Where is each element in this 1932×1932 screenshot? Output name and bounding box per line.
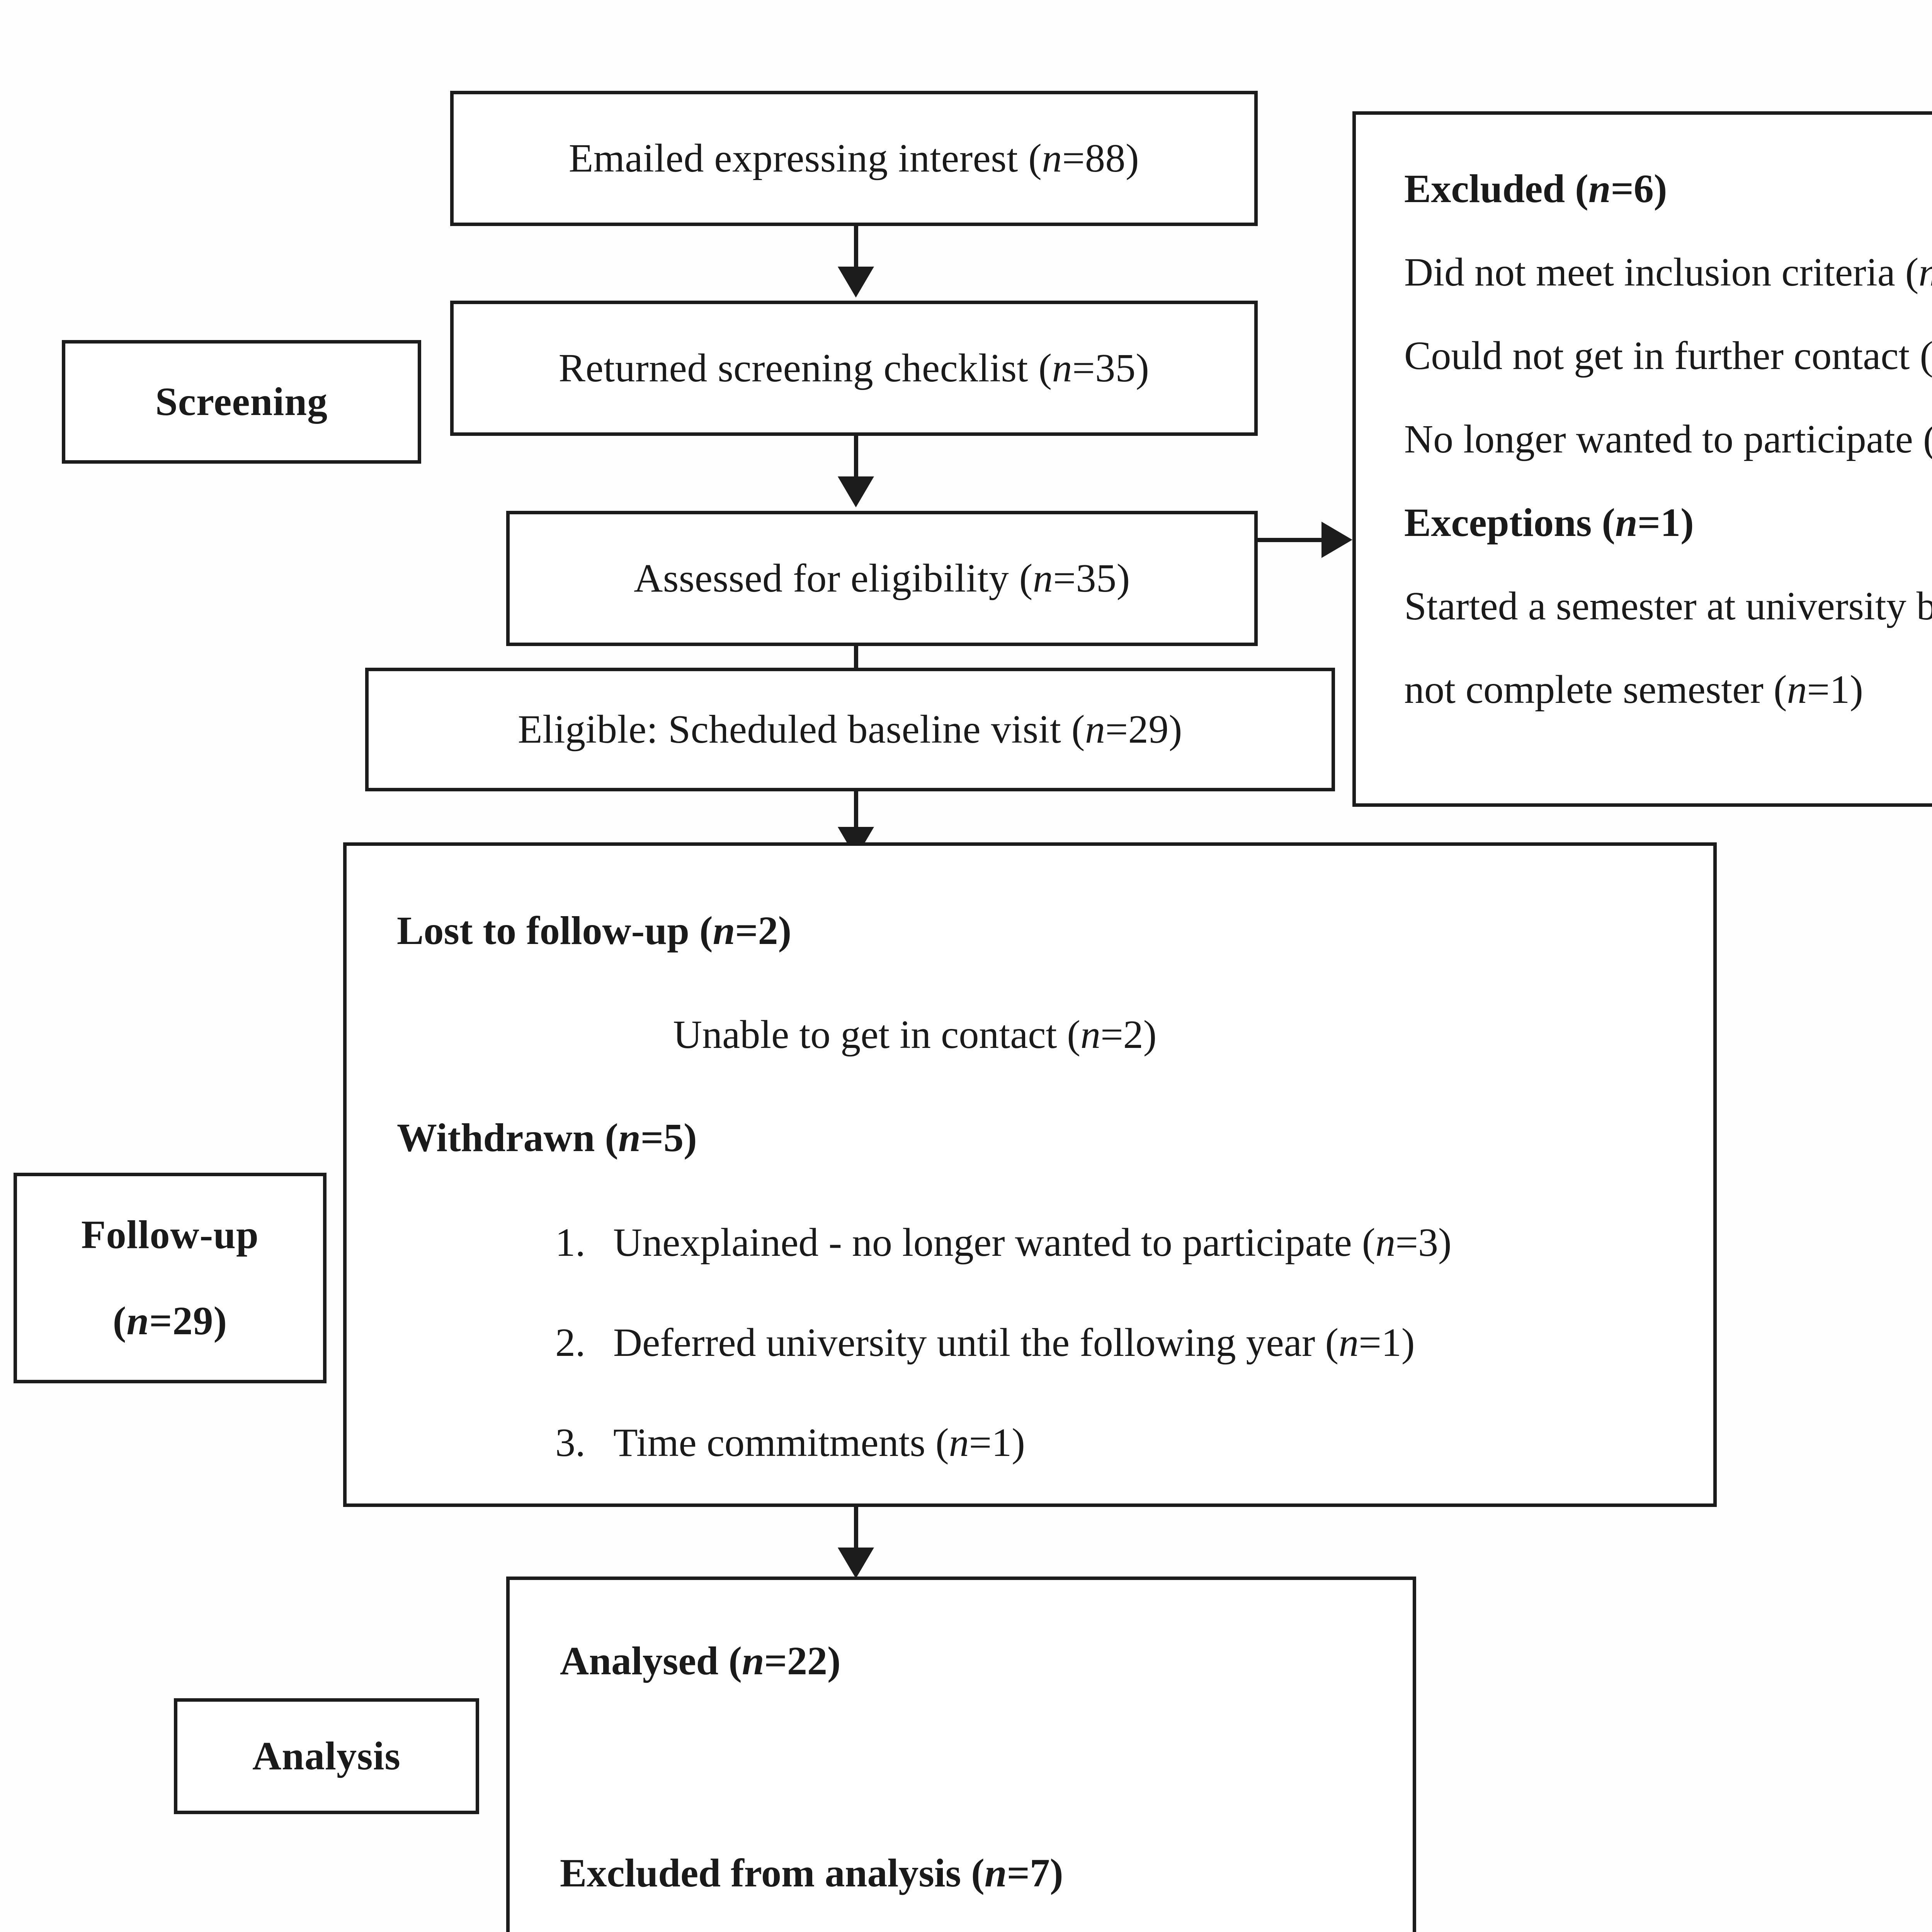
- box-assessed-for-eligibility: Assessed for eligibility (n=35): [506, 511, 1258, 646]
- list-text: Time commitments (n=1): [613, 1420, 1025, 1465]
- arrowhead-emailed-to-returned: [838, 267, 874, 298]
- list-text: Deferred university until the following …: [613, 1320, 1415, 1365]
- connector-followup-to-analysis: [854, 1507, 858, 1553]
- excluded-reason-3: No longer wanted to participate (n=2): [1404, 417, 1932, 461]
- followup-lost-detail: Unable to get in contact (n=2): [673, 1012, 1157, 1057]
- followup-withdrawn-item: 1. Unexplained - no longer wanted to par…: [555, 1219, 1713, 1265]
- followup-withdrawn-item: 2. Deferred university until the followi…: [555, 1320, 1713, 1366]
- excluded-reason-2: Could not get in further contact (n=3): [1404, 333, 1932, 378]
- stage-label-followup-title: Follow-up: [81, 1212, 259, 1257]
- stage-label-analysis-box: Analysis: [174, 1698, 479, 1814]
- followup-lost-heading: Lost to follow-up (n=2): [397, 908, 792, 953]
- analysis-analysed-text: Analysed (n=22): [560, 1639, 841, 1683]
- arrowhead-assessed-to-excluded: [1321, 522, 1352, 558]
- analysis-excluded-heading: Excluded from analysis (n=7): [560, 1851, 1063, 1895]
- stage-label-analysis-text: Analysis: [252, 1733, 401, 1778]
- emailed-text: Emailed expressing interest (n=88): [568, 136, 1139, 180]
- eligible-baseline-text: Eligible: Scheduled baseline visit (n=29…: [518, 707, 1182, 752]
- excluded-exceptions-detail-line2: not complete semester (n=1): [1404, 667, 1863, 712]
- excluded-reason-1: Did not meet inclusion criteria (n=1): [1404, 250, 1932, 294]
- returned-checklist-text: Returned screening checklist (n=35): [558, 345, 1150, 390]
- arrowhead-followup-to-analysis: [838, 1548, 874, 1578]
- followup-withdrawn-heading: Withdrawn (n=5): [397, 1116, 697, 1160]
- box-returned-screening-checklist: Returned screening checklist (n=35): [450, 301, 1258, 436]
- box-analysis-detail: Analysed (n=22) Excluded from analysis (…: [506, 1577, 1416, 1932]
- excluded-exceptions-detail-line1: Started a semester at university but did: [1404, 584, 1932, 628]
- list-number: 3.: [555, 1420, 585, 1465]
- connector-returned-to-assessed: [854, 436, 858, 481]
- box-emailed-expressing-interest: Emailed expressing interest (n=88): [450, 91, 1258, 226]
- connector-eligible-to-followup: [854, 791, 858, 832]
- followup-withdrawn-item: 3. Time commitments (n=1): [555, 1420, 1713, 1466]
- arrowhead-returned-to-assessed: [838, 476, 874, 507]
- connector-assessed-to-excluded: [1258, 538, 1337, 542]
- stage-label-followup-count: (n=29): [112, 1298, 228, 1343]
- excluded-exceptions-heading: Exceptions (n=1): [1404, 500, 1694, 545]
- assessed-eligibility-text: Assessed for eligibility (n=35): [634, 556, 1130, 600]
- box-eligible-scheduled-baseline-visit: Eligible: Scheduled baseline visit (n=29…: [365, 668, 1335, 791]
- list-number: 1.: [555, 1220, 585, 1265]
- list-number: 2.: [555, 1320, 585, 1365]
- excluded-heading: Excluded (n=6): [1404, 167, 1667, 211]
- box-followup-detail: Lost to follow-up (n=2) Unable to get in…: [343, 842, 1717, 1507]
- followup-withdrawn-list: 1. Unexplained - no longer wanted to par…: [555, 1219, 1713, 1466]
- list-text: Unexplained - no longer wanted to partic…: [613, 1220, 1452, 1265]
- stage-label-screening-text: Screening: [155, 379, 328, 424]
- box-excluded: Excluded (n=6) Did not meet inclusion cr…: [1352, 111, 1932, 807]
- stage-label-screening-box: Screening: [62, 340, 421, 464]
- connector-emailed-to-returned: [854, 226, 858, 272]
- stage-label-followup-box: Follow-up (n=29): [14, 1173, 327, 1383]
